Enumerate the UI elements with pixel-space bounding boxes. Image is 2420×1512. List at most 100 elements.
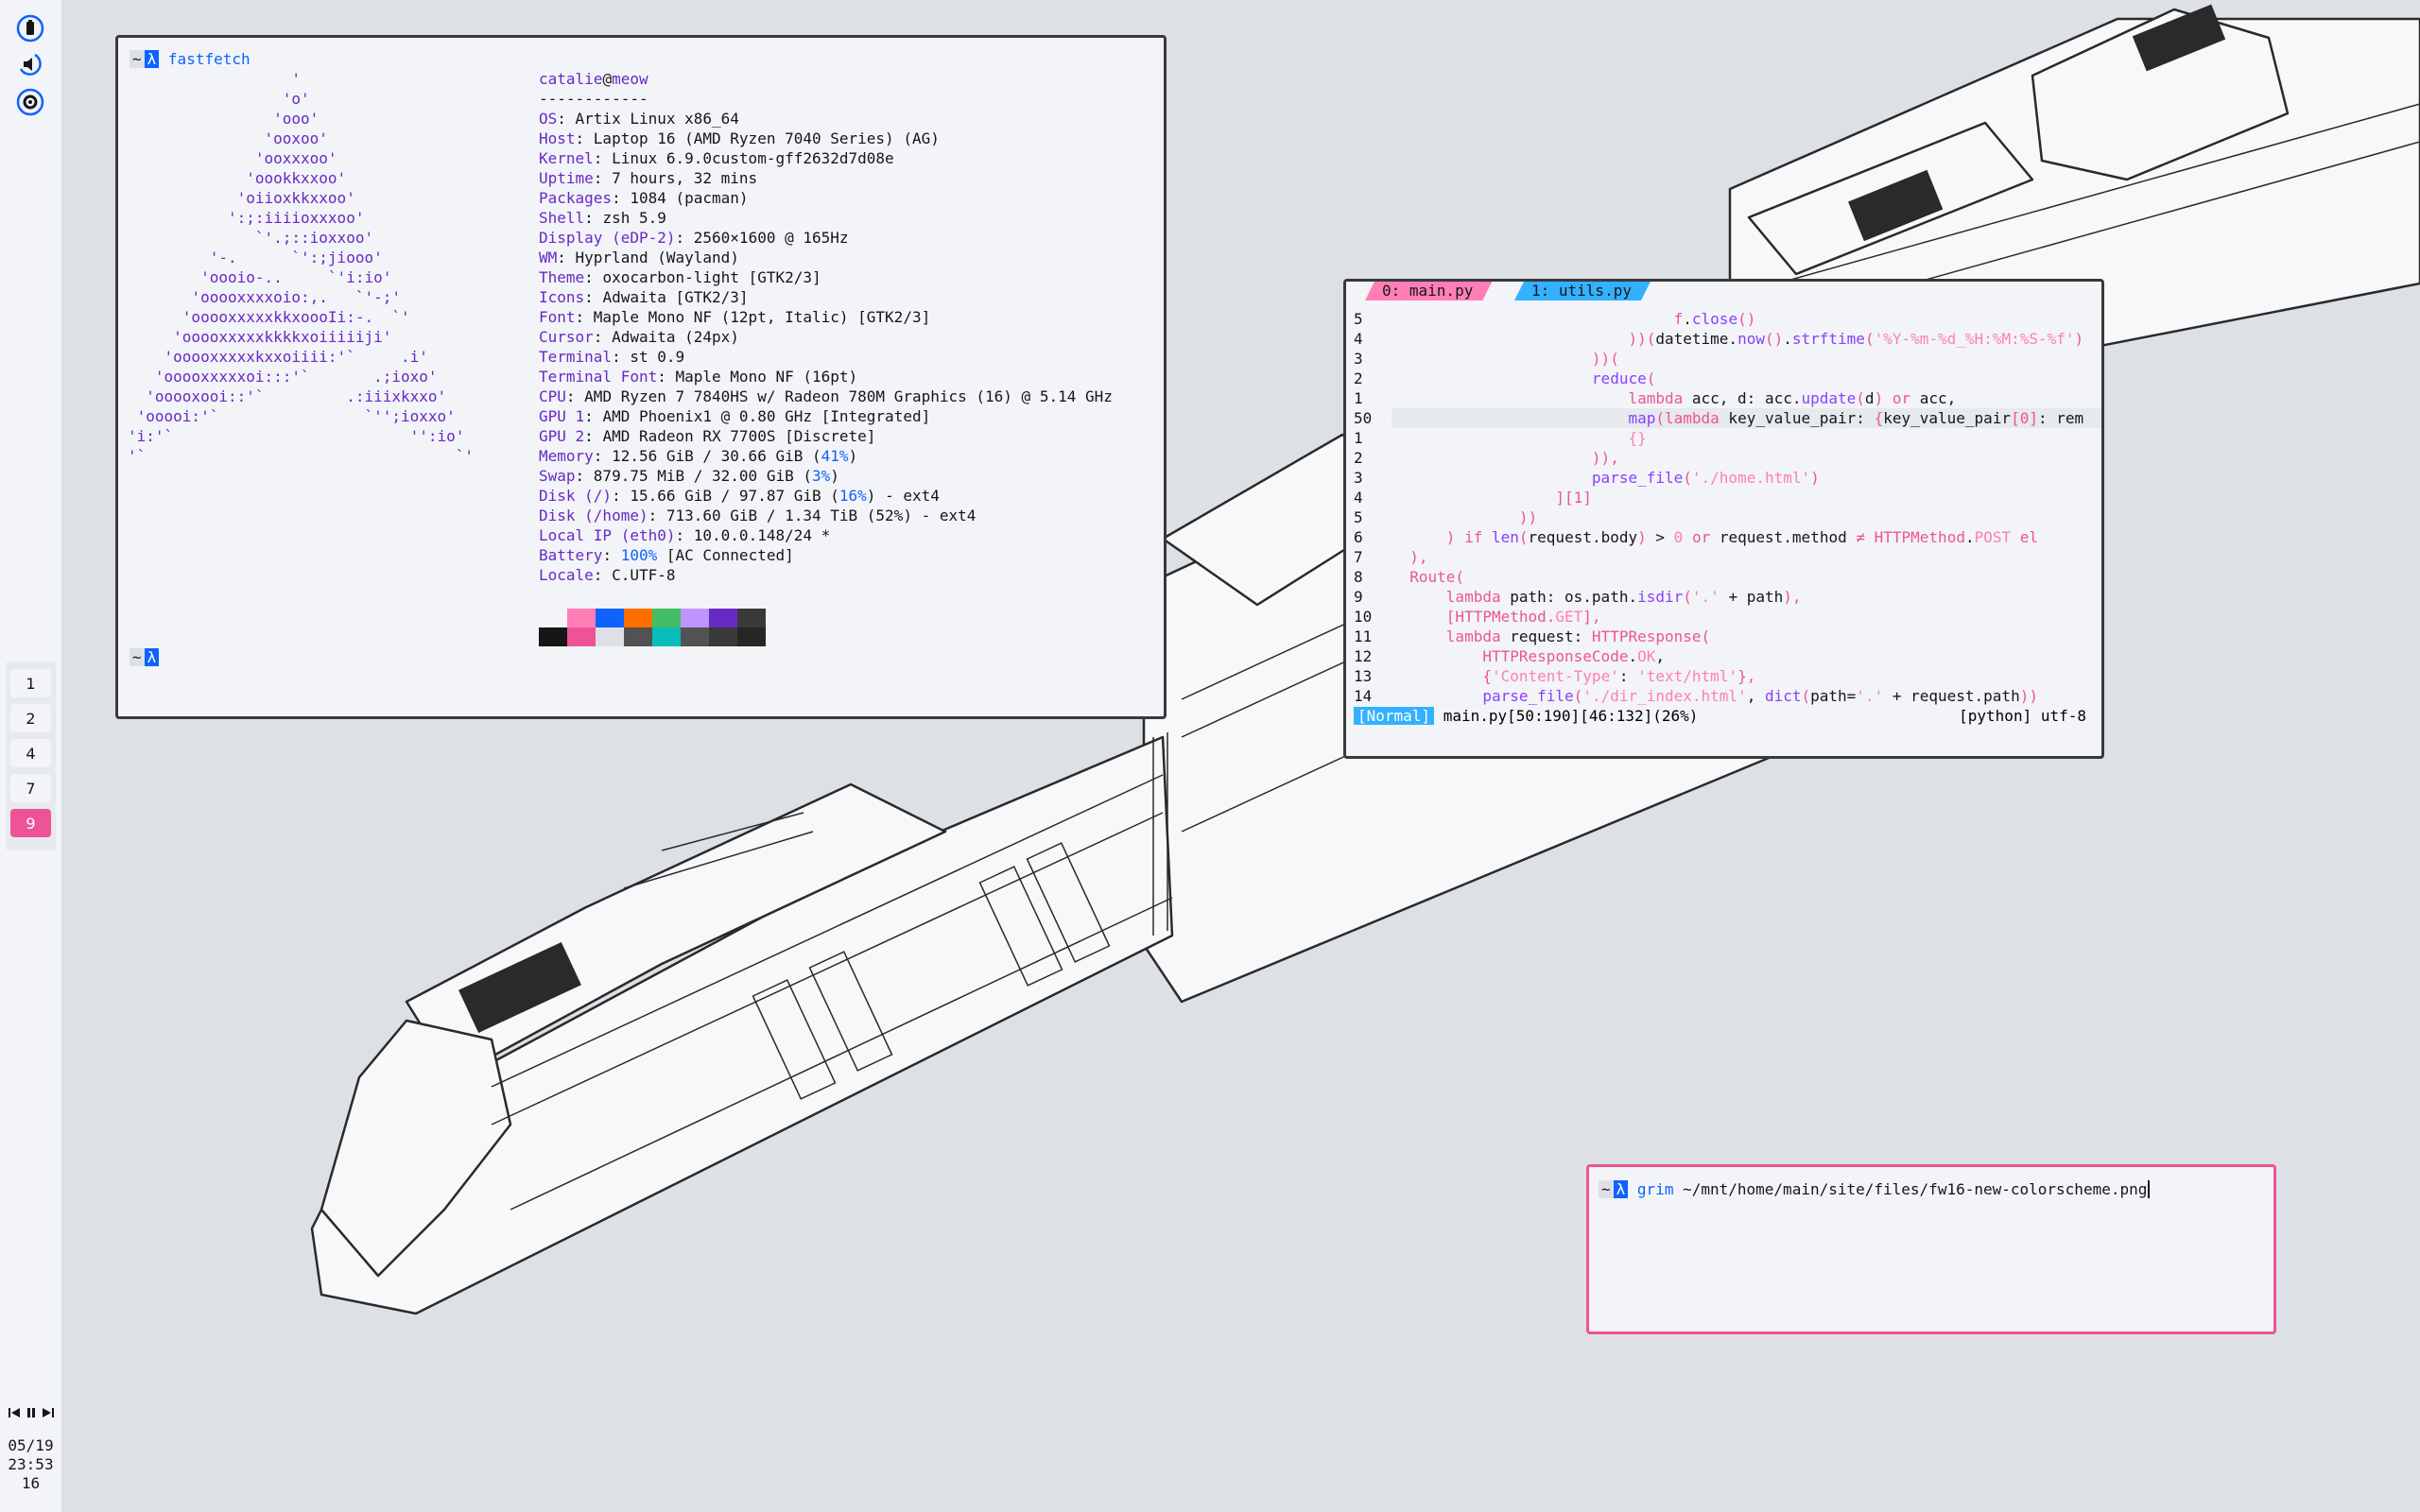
info-colon: : [593, 149, 613, 167]
info-colon: : [657, 368, 676, 386]
workspace-2[interactable]: 2 [10, 704, 51, 732]
info-key: Packages [539, 189, 613, 207]
previous-icon[interactable] [9, 1407, 21, 1418]
info-value: AMD Ryzen 7 7840HS w/ Radeon 780M Graphi… [584, 387, 1113, 405]
info-key: Battery [539, 546, 603, 564]
info-key: Cursor [539, 328, 594, 346]
info-value: oxocarbon-light [GTK2/3] [602, 268, 821, 286]
line-number: 2 [1354, 449, 1363, 467]
info-colon: : [584, 268, 603, 286]
info-key: Locale [539, 566, 594, 584]
workspace-1[interactable]: 1 [10, 669, 51, 697]
ascii-line: 'ooooxxxxxkxxoiiii:'` .i' [128, 348, 428, 366]
info-row: Locale: C.UTF-8 [539, 565, 1113, 585]
line-number: 14 [1354, 687, 1373, 705]
info-colon: : [565, 387, 585, 405]
volume-icon[interactable] [13, 47, 47, 81]
ascii-line: `'.;::ioxxoo' [128, 229, 374, 247]
prompt-line-2[interactable]: ~λ [130, 647, 160, 667]
grim-terminal-window[interactable]: ~λ grim ~/mnt/home/main/site/files/fw16-… [1586, 1164, 2276, 1334]
line-number: 2 [1354, 369, 1363, 387]
info-suffix: ) [848, 447, 858, 465]
ascii-line: 'ooo' [128, 110, 320, 128]
mode-indicator: [Normal] [1354, 707, 1435, 725]
info-key: GPU 1 [539, 407, 585, 425]
info-key: Shell [539, 209, 585, 227]
settings-icon[interactable] [13, 85, 47, 119]
line-number: 50 [1354, 409, 1373, 427]
ascii-line: 'ooooxxxxxoi:::'` .;ioxo' [128, 368, 438, 386]
info-value: Adwaita [GTK2/3] [602, 288, 749, 306]
tab-main-py[interactable]: 0: main.py [1365, 282, 1492, 301]
ascii-line: 'ooooxxxxoio:,. `'-;' [128, 288, 401, 306]
ascii-line: 'ooooi:'` `'';ioxxo' [128, 407, 456, 425]
grim-prompt-line[interactable]: ~λ grim ~/mnt/home/main/site/files/fw16-… [1599, 1179, 2151, 1199]
info-value: Linux 6.9.0custom-gff2632d7d08e [612, 149, 894, 167]
info-suffix: ) - ext4 [866, 487, 940, 505]
info-row: Font: Maple Mono NF (12pt, Italic) [GTK2… [539, 307, 1113, 327]
info-key: Uptime [539, 169, 594, 187]
workspace-switcher: 1 2 4 7 9 [6, 662, 56, 850]
info-row: Disk (/): 15.66 GiB / 97.87 GiB (16%) - … [539, 486, 1113, 506]
info-row: Memory: 12.56 GiB / 30.66 GiB (41%) [539, 446, 1113, 466]
info-key: Disk (/) [539, 487, 613, 505]
info-row: Uptime: 7 hours, 32 mins [539, 168, 1113, 188]
info-colon: : [602, 546, 621, 564]
line-number: 11 [1354, 627, 1373, 645]
line-number: 9 [1354, 588, 1363, 606]
info-value: 2560×1600 @ 165Hz [693, 229, 849, 247]
info-value: C.UTF-8 [612, 566, 676, 584]
info-value: 879.75 MiB / 32.00 GiB ( [593, 467, 812, 485]
next-icon[interactable] [42, 1407, 54, 1418]
ascii-line: 'ooooxxxxxkkxoooIi:-. `' [128, 308, 410, 326]
info-value: 7 hours, 32 mins [612, 169, 758, 187]
fastfetch-terminal-window[interactable]: ~λ fastfetch ' 'o' 'ooo' 'ooxoo' 'ooxxxo… [115, 35, 1167, 719]
info-row: Terminal: st 0.9 [539, 347, 1113, 367]
info-row: CPU: AMD Ryzen 7 7840HS w/ Radeon 780M G… [539, 387, 1113, 406]
info-colon: : [584, 427, 603, 445]
palette-swatch [539, 627, 567, 646]
workspace-4[interactable]: 4 [10, 739, 51, 767]
info-key: Terminal [539, 348, 613, 366]
pause-icon[interactable] [26, 1407, 37, 1418]
ascii-line: 'oooio-.. `'i:io' [128, 268, 392, 286]
info-percent: 16% [838, 487, 867, 505]
info-key: Host [539, 129, 576, 147]
prompt-lambda: λ [144, 50, 160, 68]
palette-swatch [539, 609, 567, 627]
info-suffix: ) [830, 467, 839, 485]
info-value: AMD Radeon RX 7700S [Discrete] [602, 427, 876, 445]
info-value: zsh 5.9 [602, 209, 666, 227]
line-number: 13 [1354, 667, 1373, 685]
info-key: Terminal Font [539, 368, 658, 386]
workspace-7[interactable]: 7 [10, 774, 51, 802]
info-colon: : [675, 526, 694, 544]
code-content[interactable]: f.close() ))(datetime.now().strftime('%Y… [1409, 310, 2084, 705]
info-key: Memory [539, 447, 594, 465]
info-colon: : [584, 288, 603, 306]
info-colon: : [557, 110, 576, 128]
info-colon: : [612, 189, 631, 207]
ascii-line: 'ooxxxoo' [128, 149, 337, 167]
line-number: 8 [1354, 568, 1363, 586]
battery-icon[interactable] [13, 11, 47, 45]
info-colon: : [612, 487, 631, 505]
command-text: fastfetch [167, 50, 251, 68]
tab-utils-py[interactable]: 1: utils.py [1514, 282, 1651, 301]
ascii-line: 'oookkxxoo' [128, 169, 347, 187]
info-value: 15.66 GiB / 97.87 GiB ( [630, 487, 839, 505]
ascii-line: ':;:iiiioxxxoo' [128, 209, 365, 227]
info-colon: : [557, 249, 576, 266]
info-value: Adwaita (24px) [612, 328, 739, 346]
workspace-9-active[interactable]: 9 [10, 809, 51, 837]
palette-swatch [652, 609, 681, 627]
command-text: grim [1636, 1180, 1674, 1198]
info-colon: : [612, 348, 631, 366]
media-controls [9, 1405, 54, 1420]
info-key: Local IP (eth0) [539, 526, 676, 544]
palette-swatch [737, 609, 766, 627]
line-number: 1 [1354, 429, 1363, 447]
line-number: 5 [1354, 508, 1363, 526]
